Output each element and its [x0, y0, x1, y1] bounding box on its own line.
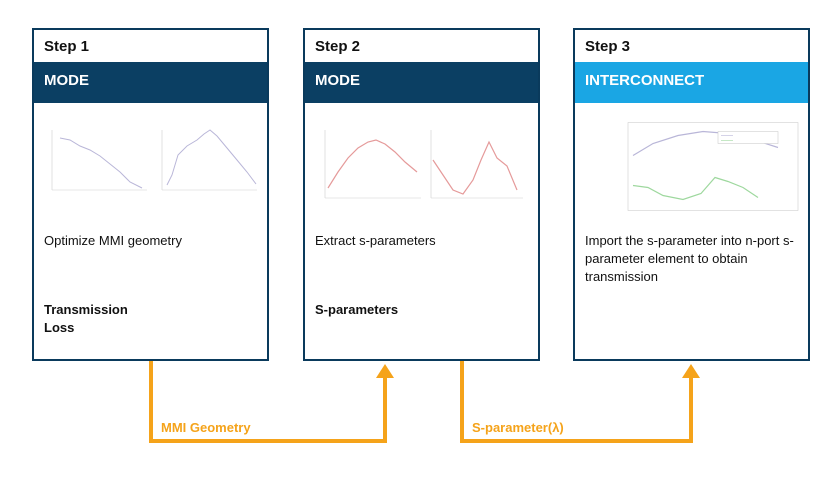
step-2-result-line: S-parameters	[315, 302, 399, 317]
step-2-result: S-parameters	[315, 301, 398, 319]
connector-label-s-parameter: S-parameter(λ)	[472, 420, 564, 435]
step-1-result-line: Transmission	[44, 302, 128, 317]
step-1-label: Step 1	[44, 38, 90, 55]
step-1-right-plot	[161, 129, 257, 191]
step-2-tool-band: MODE	[305, 62, 538, 103]
step-2-left-plot	[324, 130, 421, 199]
step-1-plot-thumbnails	[51, 129, 257, 191]
step-3-card: Step 3 INTERCONNECT Import the s-paramet…	[573, 28, 810, 361]
step-3-tool-band: INTERCONNECT	[575, 62, 808, 103]
step-2-description: Extract s-parameters	[315, 233, 436, 248]
step-1-result-line: Loss	[44, 320, 75, 335]
step-3-tool-name: INTERCONNECT	[585, 72, 705, 89]
connector-mmi-geometry-arrowhead	[376, 364, 394, 378]
step-2-card: Step 2 MODE Extract s-parameters S-param…	[303, 28, 540, 361]
step-2-tool-name: MODE	[315, 72, 360, 89]
step-2-plot-thumbnails	[324, 130, 523, 199]
step-1-tool-band: MODE	[34, 62, 267, 103]
step-2-right-plot	[430, 130, 523, 199]
step-1-left-plot	[51, 130, 147, 191]
connector-mmi-geometry	[149, 361, 387, 443]
step-1-description: Optimize MMI geometry	[44, 233, 182, 248]
step-3-label: Step 3	[585, 38, 631, 55]
step-3-plot-thumbnail	[627, 122, 799, 211]
step-2-label: Step 2	[315, 38, 361, 55]
connector-label-mmi-geometry: MMI Geometry	[161, 420, 251, 435]
step-1-card: Step 1 MODE Optimize MMI geometry Transm…	[32, 28, 269, 361]
step-3-description: Import the s-parameter into n-port s-par…	[585, 233, 794, 284]
step-1-result: Transmission Loss	[44, 301, 128, 337]
connector-s-parameter-arrowhead	[682, 364, 700, 378]
step-1-tool-name: MODE	[44, 72, 89, 89]
connector-s-parameter	[460, 361, 693, 443]
